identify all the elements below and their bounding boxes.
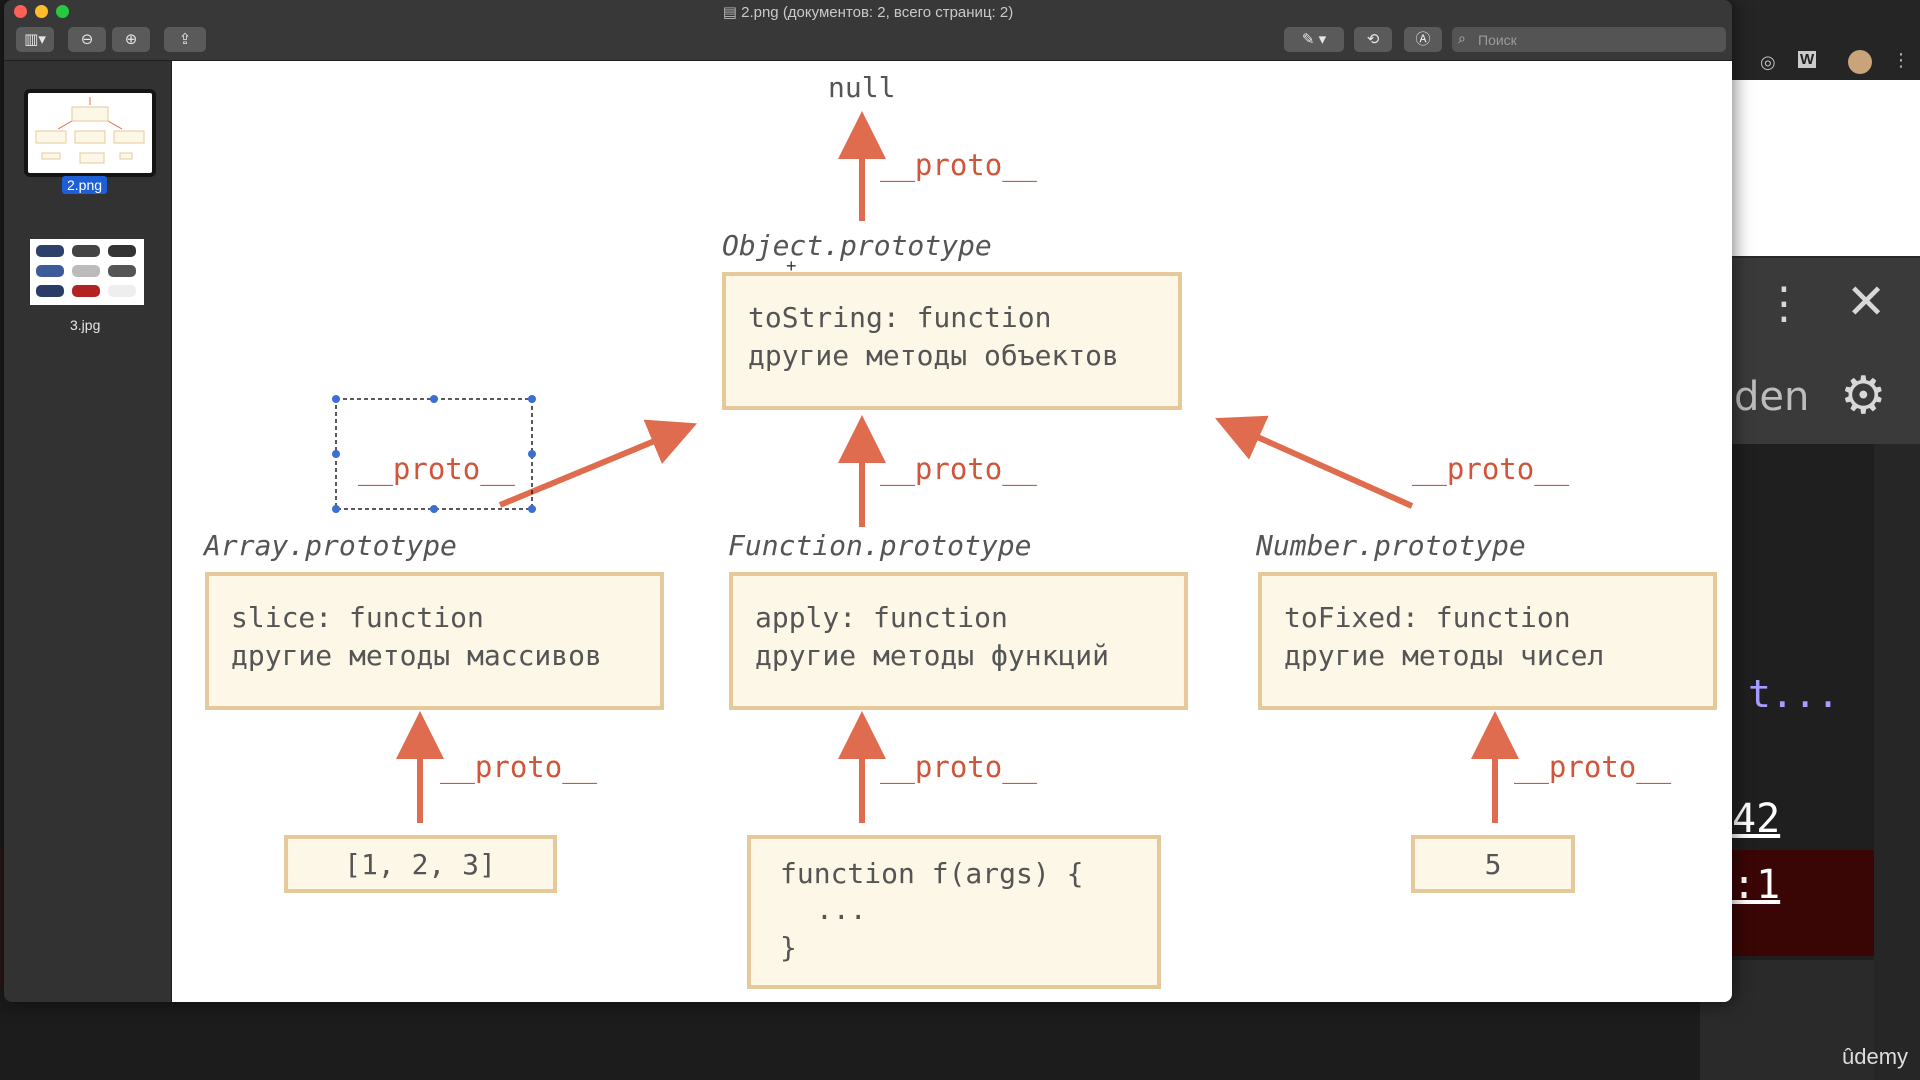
proto-label-function-instance: __proto__ [880,750,1038,785]
array-prototype-line2: другие методы массивов [231,639,602,672]
background-link-42[interactable]: 42 [1732,796,1781,842]
function-instance-line1: function f(args) { [780,857,1083,890]
proto-label-null: __proto__ [880,148,1038,183]
proto-label-number-instance: __proto__ [1514,750,1672,785]
browser-menu-icon[interactable]: ⋮ [1892,50,1910,70]
selection-handle[interactable] [332,450,340,458]
thumbnail-sidebar: 2.png 3.jpg [4,61,172,1002]
background-scrollbar [1874,444,1920,1080]
selection-handle[interactable] [528,395,536,403]
number-prototype-line2: другие методы чисел [1284,639,1604,672]
search-input[interactable] [1476,29,1720,51]
function-instance-box [747,835,1161,989]
search-field[interactable]: ⌕ [1452,27,1726,52]
thumbnail-diagram-preview [35,97,145,164]
close-window-button[interactable] [14,5,27,18]
selection-handle[interactable] [430,505,438,513]
object-prototype-line2: другие методы объектов [748,339,1119,372]
title-bar: ▤ 2.png (документов: 2, всего страниц: 2… [4,0,1732,61]
pen-icon: ✎ ▾ [1301,31,1327,48]
thumbnail-3jpg[interactable] [30,239,144,305]
preview-window: ▤ 2.png (документов: 2, всего страниц: 2… [4,0,1732,1002]
background-text-den: den [1734,374,1810,420]
markup-toolbar-button[interactable]: Ⓐ [1404,27,1442,52]
background-white-area [1700,80,1920,256]
number-instance-text: 5 [1485,848,1502,881]
crosshair-cursor-icon: + [786,256,797,276]
thumbnail-2png[interactable] [24,89,156,177]
zoom-out-button[interactable]: ⊖ [68,27,106,52]
array-prototype-title: Array.prototype [202,529,457,562]
array-instance-box [284,835,557,893]
share-button[interactable]: ⇪ [164,27,206,52]
object-prototype-box [722,272,1182,410]
window-title-text: 2.png (документов: 2, всего страниц: 2) [741,4,1014,21]
profile-avatar[interactable] [1848,50,1872,74]
image-canvas: null __proto__ __proto__ __proto__ __pro… [172,61,1732,1002]
zoom-in-icon: ⊕ [124,31,138,48]
sidebar-icon: ▥▾ [24,31,46,48]
selection-handle[interactable] [528,505,536,513]
null-label: null [828,71,895,104]
arrow-number-to-object [1215,415,1414,509]
object-prototype-line1: toString: function [748,301,1051,334]
wj-icon[interactable]: W [1798,51,1817,68]
extension-icon[interactable]: ◎ [1760,52,1776,72]
proto-label-array-instance: __proto__ [440,750,598,785]
function-instance-line3: } [780,931,797,964]
background-text-t: t... [1748,672,1840,716]
close-icon[interactable]: ✕ [1846,274,1887,330]
number-prototype-box [1258,572,1717,710]
number-prototype-title: Number.prototype [1255,529,1526,562]
array-instance-text: [1, 2, 3] [344,848,496,881]
array-prototype-box [205,572,664,710]
object-prototype-title: Object.prototype [722,229,992,262]
proto-label-array-prototype: __proto__ [358,452,516,487]
rotate-button[interactable]: ⟲ [1354,27,1392,52]
sidebar-toggle-button[interactable]: ▥▾ [16,27,54,52]
proto-label-number-prototype: __proto__ [1412,452,1570,487]
thumbnail-label-2png[interactable]: 2.png [62,176,108,194]
document-icon: ▤ [722,4,742,21]
rotate-icon: ⟲ [1366,31,1380,48]
zoom-out-icon: ⊖ [80,31,94,48]
selection-handle[interactable] [528,450,536,458]
thumbnail-cars-preview [36,245,136,297]
udemy-logo: ûdemy [1842,1044,1909,1069]
search-icon: ⌕ [1458,30,1466,46]
gear-icon[interactable]: ⚙ [1840,366,1887,426]
window-title: ▤ 2.png (документов: 2, всего страниц: 2… [4,3,1732,21]
prototype-diagram: null __proto__ __proto__ __proto__ __pro… [202,71,1717,989]
function-prototype-title: Function.prototype [728,529,1031,562]
selection-handle[interactable] [332,505,340,513]
function-prototype-line2: другие методы функций [755,639,1109,672]
selection-handle[interactable] [332,395,340,403]
more-options-icon[interactable]: ⋮ [1762,278,1806,329]
background-link-1[interactable]: :1 [1732,862,1781,908]
function-instance-line2: ... [816,893,867,926]
background-panel [1700,258,1920,444]
maximize-window-button[interactable] [56,5,69,18]
arrow-array-to-object [498,419,698,508]
markup-icon: Ⓐ [1415,31,1431,48]
number-prototype-line1: toFixed: function [1284,601,1571,634]
proto-label-function-prototype: __proto__ [880,452,1038,487]
zoom-in-button[interactable]: ⊕ [112,27,150,52]
markup-pen-button[interactable]: ✎ ▾ [1284,27,1344,52]
share-icon: ⇪ [178,31,192,48]
selection-handle[interactable] [430,395,438,403]
array-prototype-line1: slice: function [231,601,484,634]
number-instance-box [1411,835,1575,893]
minimize-window-button[interactable] [35,5,48,18]
function-prototype-box [729,572,1188,710]
thumbnail-label-3jpg[interactable]: 3.jpg [70,317,101,333]
function-prototype-line1: apply: function [755,601,1008,634]
background-browser-toolbar [1700,0,1920,80]
